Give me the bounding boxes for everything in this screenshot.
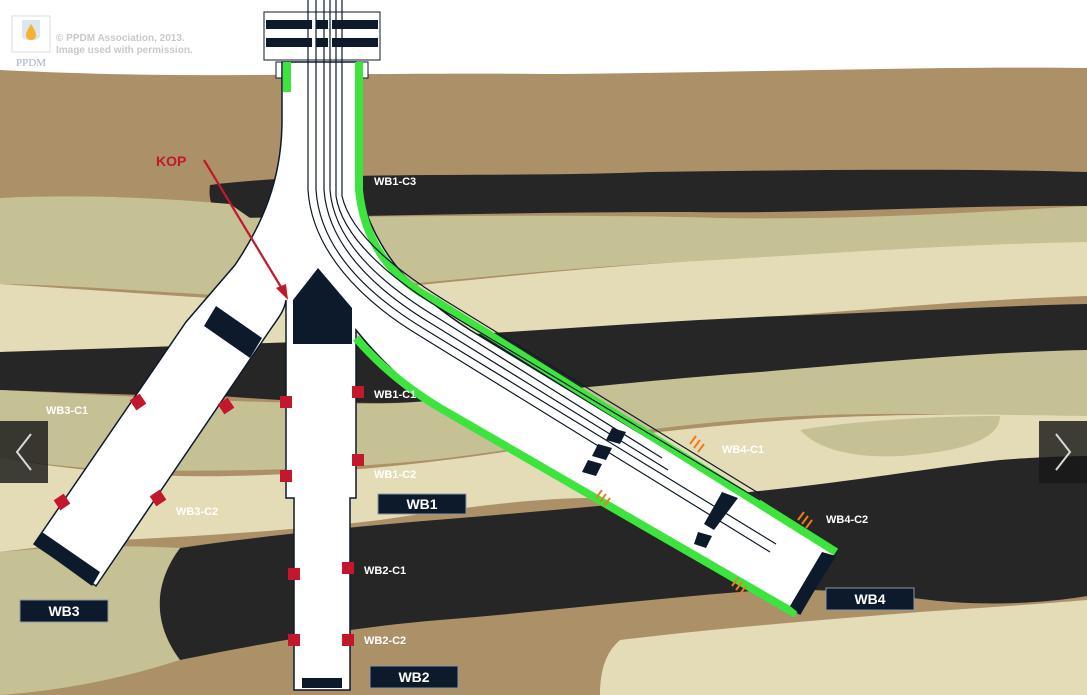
- chevron-right-icon: [1052, 432, 1074, 472]
- copyright-line-2: Image used with permission.: [56, 45, 193, 56]
- wb2-box: WB2: [370, 666, 458, 688]
- label-wb3-c2: WB3-C2: [176, 506, 218, 518]
- next-slide-button[interactable]: [1039, 421, 1087, 483]
- chevron-left-icon: [13, 432, 35, 472]
- ppdm-logo: PPDM: [12, 16, 50, 69]
- copyright-line-1: © PPDM Association, 2013.: [56, 33, 185, 44]
- wb4-label: WB4: [854, 591, 885, 607]
- label-wb1-c1: WB1-C1: [374, 389, 416, 401]
- wb3-label: WB3: [48, 603, 79, 619]
- label-wb2-c2: WB2-C2: [364, 635, 406, 647]
- copyright-block: PPDM © PPDM Association, 2013. Image use…: [12, 16, 193, 69]
- label-wb1-c2: WB1-C2: [374, 469, 416, 481]
- wb4-box: WB4: [826, 588, 914, 610]
- wb1-label: WB1: [406, 496, 437, 512]
- label-wb1-c3: WB1-C3: [374, 176, 416, 188]
- wb1-box: WB1: [378, 494, 466, 514]
- label-wb4-c1: WB4-C1: [722, 444, 764, 456]
- kop-label: KOP: [156, 153, 186, 169]
- wb3-box: WB3: [20, 600, 108, 622]
- previous-slide-button[interactable]: [0, 421, 48, 483]
- ppdm-logo-text: PPDM: [16, 57, 46, 69]
- label-wb3-c1: WB3-C1: [46, 405, 88, 417]
- wb2-label: WB2: [398, 669, 429, 685]
- label-wb4-c2: WB4-C2: [826, 514, 868, 526]
- label-wb2-c1: WB2-C1: [364, 565, 406, 577]
